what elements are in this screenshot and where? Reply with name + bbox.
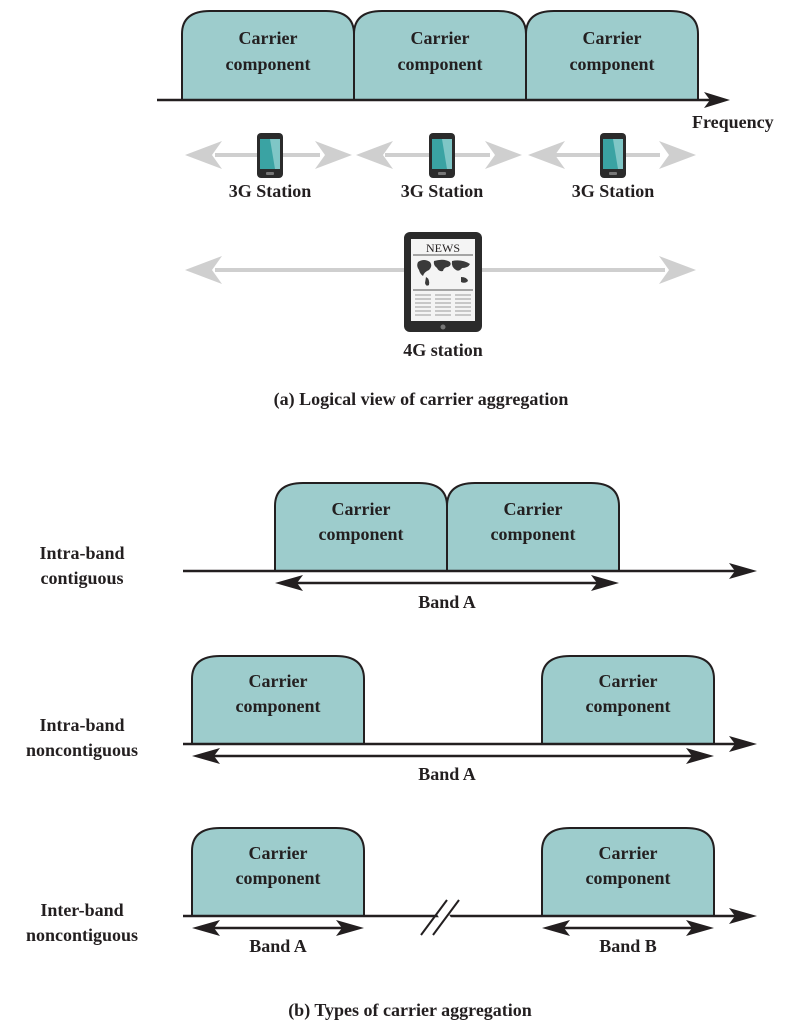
band-span-arrow — [275, 575, 619, 591]
carrier-label-line1: Carrier — [239, 28, 298, 48]
carrier-label-line1: Carrier — [599, 843, 658, 863]
gray-arrowhead-icon — [356, 141, 393, 169]
frequency-label: Frequency — [692, 112, 774, 132]
band-label: Band A — [418, 764, 476, 784]
gray-arrowhead-icon — [659, 256, 696, 284]
world-map-icon — [417, 259, 470, 286]
gray-arrowhead-icon — [185, 141, 222, 169]
carrier-component: Carrier component — [191, 827, 365, 917]
gray-arrowhead-icon — [659, 141, 696, 169]
gray-arrowhead-icon — [315, 141, 352, 169]
row-label-line1: Inter-band — [40, 900, 123, 920]
band-label: Band A — [249, 936, 307, 956]
row-label-line1: Intra-band — [39, 543, 124, 563]
3g-phone-icon — [257, 133, 283, 178]
arrowhead-icon — [729, 563, 757, 579]
carrier-label-line1: Carrier — [599, 671, 658, 691]
band-label: Band A — [418, 592, 476, 612]
carrier-component-a3: Carrier component — [525, 10, 699, 101]
tablet-news-header: NEWS — [426, 241, 460, 255]
carrier-component: Carrier component — [446, 482, 620, 572]
carrier-component: Carrier component — [541, 827, 715, 917]
carrier-label-line2: component — [319, 524, 404, 544]
row-label-line2: noncontiguous — [26, 925, 138, 945]
4g-tablet-icon: NEWS — [404, 232, 482, 332]
carrier-component-a1: Carrier component — [181, 10, 355, 101]
carrier-label-line1: Carrier — [249, 843, 308, 863]
carrier-label-line1: Carrier — [332, 499, 391, 519]
caption-b: (b) Types of carrier aggregation — [288, 1000, 532, 1021]
carrier-label-line2: component — [398, 54, 483, 74]
carrier-label-line2: component — [570, 54, 655, 74]
carrier-component: Carrier component — [541, 655, 715, 745]
row-label-line1: Intra-band — [39, 715, 124, 735]
3g-station-label: 3G Station — [229, 181, 312, 201]
caption-a: (a) Logical view of carrier aggregation — [274, 389, 569, 410]
band-span-arrow — [192, 748, 714, 764]
4g-range-arrow — [185, 256, 696, 284]
carrier-label-line1: Carrier — [249, 671, 308, 691]
4g-station-label: 4G station — [403, 340, 483, 360]
part-a-logical-view: Carrier component Carrier component Carr… — [157, 10, 774, 410]
arrowhead-icon — [704, 92, 730, 108]
carrier-label-line2: component — [226, 54, 311, 74]
carrier-label-line2: component — [586, 696, 671, 716]
carrier-label-line1: Carrier — [504, 499, 563, 519]
gray-arrowhead-icon — [185, 256, 222, 284]
row-intra-band-contiguous: Intra-band contiguous Carrier component … — [39, 482, 757, 612]
band-label: Band B — [599, 936, 657, 956]
arrowhead-icon — [729, 736, 757, 752]
frequency-axis: Frequency — [157, 92, 774, 132]
row-intra-band-noncontiguous: Intra-band noncontiguous Carrier compone… — [26, 655, 757, 784]
carrier-label-line2: component — [236, 696, 321, 716]
3g-station-label: 3G Station — [401, 181, 484, 201]
carrier-label-line1: Carrier — [411, 28, 470, 48]
band-span-arrow — [192, 920, 364, 936]
carrier-label-line2: component — [491, 524, 576, 544]
3g-station-label: 3G Station — [572, 181, 655, 201]
carrier-label-line1: Carrier — [583, 28, 642, 48]
3g-phone-icon — [600, 133, 626, 178]
row-label-line2: contiguous — [40, 568, 123, 588]
axis-break-icon — [420, 899, 460, 936]
carrier-label-line2: component — [236, 868, 321, 888]
3g-phone-icon — [429, 133, 455, 178]
gray-arrowhead-icon — [485, 141, 522, 169]
carrier-component-a2: Carrier component — [353, 10, 527, 101]
carrier-label-line2: component — [586, 868, 671, 888]
row-inter-band-noncontiguous: Inter-band noncontiguous Carrier compone… — [26, 827, 757, 956]
arrowhead-icon — [729, 908, 757, 924]
part-b-types: Intra-band contiguous Carrier component … — [26, 482, 757, 1021]
band-span-arrow — [542, 920, 714, 936]
carrier-component: Carrier component — [191, 655, 365, 745]
carrier-component: Carrier component — [274, 482, 448, 572]
row-label-line2: noncontiguous — [26, 740, 138, 760]
gray-arrowhead-icon — [528, 141, 565, 169]
